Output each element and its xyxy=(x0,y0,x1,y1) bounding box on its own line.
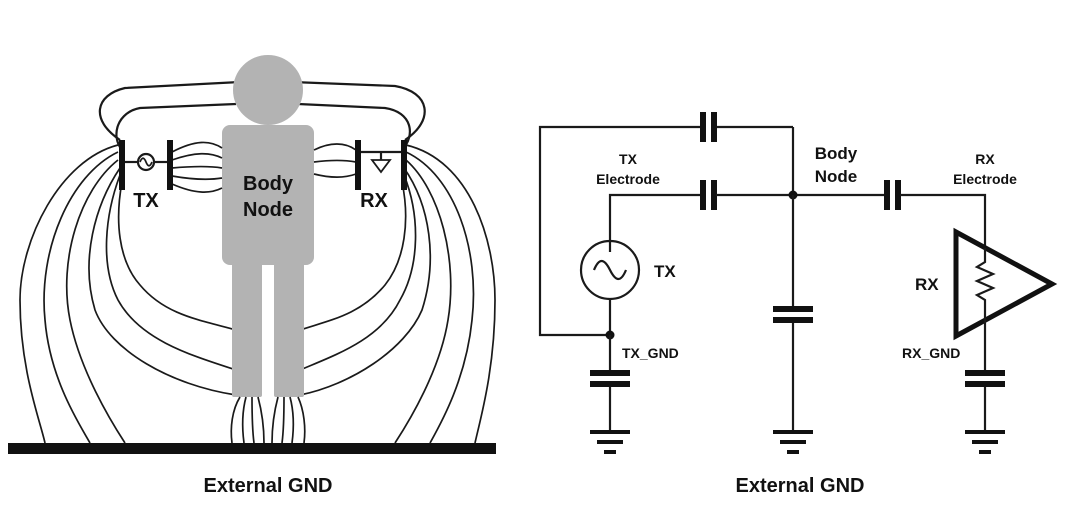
head xyxy=(233,55,303,125)
return-path-capacitor xyxy=(538,112,793,337)
left-leg xyxy=(232,262,262,397)
rx-label: RX xyxy=(915,275,939,294)
rx-electrode-label-line1: RX xyxy=(975,151,995,167)
circuit-body-label-line1: Body xyxy=(815,144,858,163)
body-ground-symbol-icon xyxy=(773,430,813,454)
left-panel: Body Node TX RX External GND xyxy=(8,55,496,497)
rx-ground-capacitor xyxy=(965,320,1005,430)
right-panel: Body Node TX Electrode RX Electrode TX R… xyxy=(538,112,1058,497)
tx-body-coupling-lines xyxy=(171,141,223,193)
circuit-body-label-line2: Node xyxy=(815,167,858,186)
tx-electrode-label-line2: Electrode xyxy=(596,171,660,187)
body-ground-capacitor xyxy=(773,195,813,430)
body-silhouette xyxy=(222,55,314,397)
rx-body-coupling-lines xyxy=(313,143,357,178)
tx-source-icon xyxy=(136,152,156,172)
rx-gnd-label: RX_GND xyxy=(902,345,960,361)
tx-label: TX xyxy=(133,190,159,212)
left-ground-label: External GND xyxy=(204,475,333,497)
tx-ground-symbol-icon xyxy=(590,430,630,454)
tx-electrode-label-line1: TX xyxy=(619,151,638,167)
right-leg xyxy=(274,262,304,397)
rx-ground-symbol-icon xyxy=(370,152,392,174)
body-label-line1: Body xyxy=(243,173,294,195)
rx-electrode-label-line2: Electrode xyxy=(953,171,1017,187)
right-ground-label: External GND xyxy=(736,475,865,497)
tx-electrode-capacitor xyxy=(608,180,884,252)
external-ground-plane xyxy=(8,443,496,454)
tx-ground-capacitor xyxy=(590,335,630,430)
tx-source-label: TX xyxy=(654,262,676,281)
rx-electrode-capacitor xyxy=(884,180,987,248)
feet-ground-lines xyxy=(230,396,306,444)
torso xyxy=(222,125,314,265)
tx-field-lines xyxy=(19,144,237,444)
rx-label: RX xyxy=(360,190,388,212)
tx-gnd-label: TX_GND xyxy=(622,345,679,361)
rx-field-lines xyxy=(299,144,496,444)
rx-amplifier-icon xyxy=(953,227,1058,341)
body-label-line2: Node xyxy=(243,199,293,221)
rx-ground-symbol-icon xyxy=(965,430,1005,454)
